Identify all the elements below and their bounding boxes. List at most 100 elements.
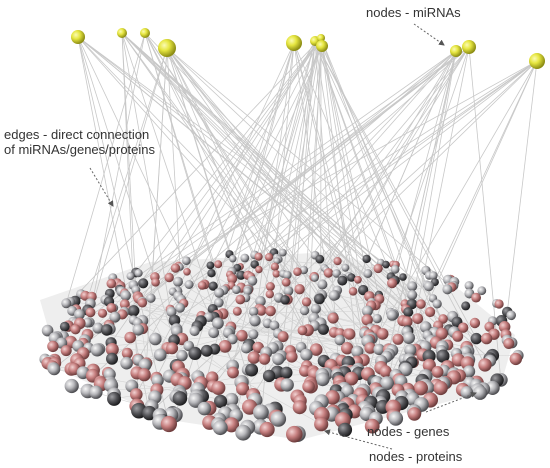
gene-node — [387, 278, 398, 289]
protein-node — [241, 342, 252, 354]
gene-node — [265, 282, 275, 291]
edge-line — [369, 60, 538, 349]
gene-node — [407, 407, 422, 421]
protein-node — [470, 332, 482, 345]
gene-node — [325, 390, 340, 405]
mirna-node — [140, 28, 150, 38]
protein-node — [245, 363, 259, 377]
gene-node — [47, 340, 59, 353]
gene-node — [416, 299, 426, 309]
protein-node — [149, 332, 162, 346]
protein-node — [382, 260, 390, 269]
edge-line — [121, 32, 284, 253]
edge-line — [77, 36, 150, 414]
protein-nodes-label: nodes - proteins — [369, 449, 463, 464]
gene-node — [254, 252, 263, 261]
protein-node — [310, 303, 321, 314]
edge-line — [314, 40, 343, 409]
protein-node — [132, 324, 145, 336]
protein-node — [90, 343, 104, 357]
edge-line — [321, 45, 364, 402]
mirna-node — [117, 28, 127, 38]
protein-node — [64, 378, 79, 394]
gene-node — [119, 299, 130, 310]
gene-node — [494, 299, 504, 309]
gene-node — [364, 418, 380, 434]
protein-node — [315, 372, 330, 387]
gene-node — [435, 327, 448, 340]
protein-node — [243, 287, 252, 296]
protein-node — [280, 366, 293, 379]
gene-node — [137, 368, 151, 382]
gene-node — [277, 331, 289, 343]
gene-node — [255, 265, 263, 274]
protein-node — [463, 365, 476, 378]
edge-line — [77, 36, 413, 296]
protein-node — [380, 376, 394, 391]
protein-node — [315, 254, 325, 264]
protein-node — [332, 269, 341, 278]
protein-node — [404, 343, 417, 357]
protein-node — [347, 273, 356, 282]
protein-node — [423, 281, 434, 292]
gene-node — [471, 292, 481, 303]
edge-line — [314, 40, 442, 389]
gene-node — [105, 343, 119, 356]
gene-node — [170, 263, 181, 273]
protein-node — [314, 293, 325, 305]
gene-node — [281, 277, 291, 287]
edge-line — [320, 37, 439, 326]
protein-node — [407, 281, 418, 292]
gene-node — [433, 380, 448, 396]
protein-node — [429, 271, 438, 280]
edge-line — [121, 32, 140, 411]
edge-line — [352, 50, 457, 292]
protein-node — [248, 329, 259, 340]
protein-node — [224, 392, 239, 407]
edge-line — [87, 46, 470, 336]
genes-pointer-arrow — [425, 391, 477, 413]
gene-node — [197, 281, 207, 290]
gene-node — [412, 313, 424, 324]
protein-node — [229, 255, 237, 263]
gene-node — [292, 400, 307, 415]
gene-node — [341, 342, 354, 355]
protein-node — [212, 317, 224, 330]
edge-line — [121, 32, 171, 310]
protein-node — [107, 391, 122, 406]
gene-node — [218, 340, 232, 353]
protein-node — [399, 273, 407, 281]
protein-node — [278, 248, 287, 257]
gene-node — [361, 314, 373, 326]
gene-node — [458, 322, 469, 333]
edges-label: edges - direct connection of miRNAs/gene… — [4, 127, 155, 157]
mirna-node — [71, 30, 85, 44]
protein-node — [61, 298, 72, 309]
protein-node — [436, 349, 450, 363]
protein-node — [89, 385, 103, 399]
gene-node — [106, 303, 117, 313]
protein-node — [200, 344, 213, 357]
edge-line — [166, 47, 477, 339]
protein-node — [402, 331, 415, 344]
gene-node — [235, 294, 246, 305]
gene-node — [480, 332, 493, 345]
gene-node — [509, 352, 522, 366]
edge-line — [218, 60, 538, 304]
gene-node — [297, 325, 308, 336]
edge-line — [150, 37, 322, 299]
protein-node — [253, 404, 269, 421]
protein-node — [173, 276, 183, 287]
gene-node — [97, 308, 108, 318]
protein-node — [272, 353, 285, 366]
protein-node — [403, 307, 414, 318]
protein-node — [106, 352, 118, 365]
edge-line — [135, 37, 322, 395]
gene-node — [344, 328, 356, 340]
mirna-nodes-label: nodes - miRNAs — [366, 5, 461, 20]
gene-node — [270, 262, 279, 271]
protein-node — [227, 334, 238, 345]
node-layer — [39, 248, 524, 443]
gene-node — [227, 273, 238, 284]
gene-node — [211, 381, 226, 395]
